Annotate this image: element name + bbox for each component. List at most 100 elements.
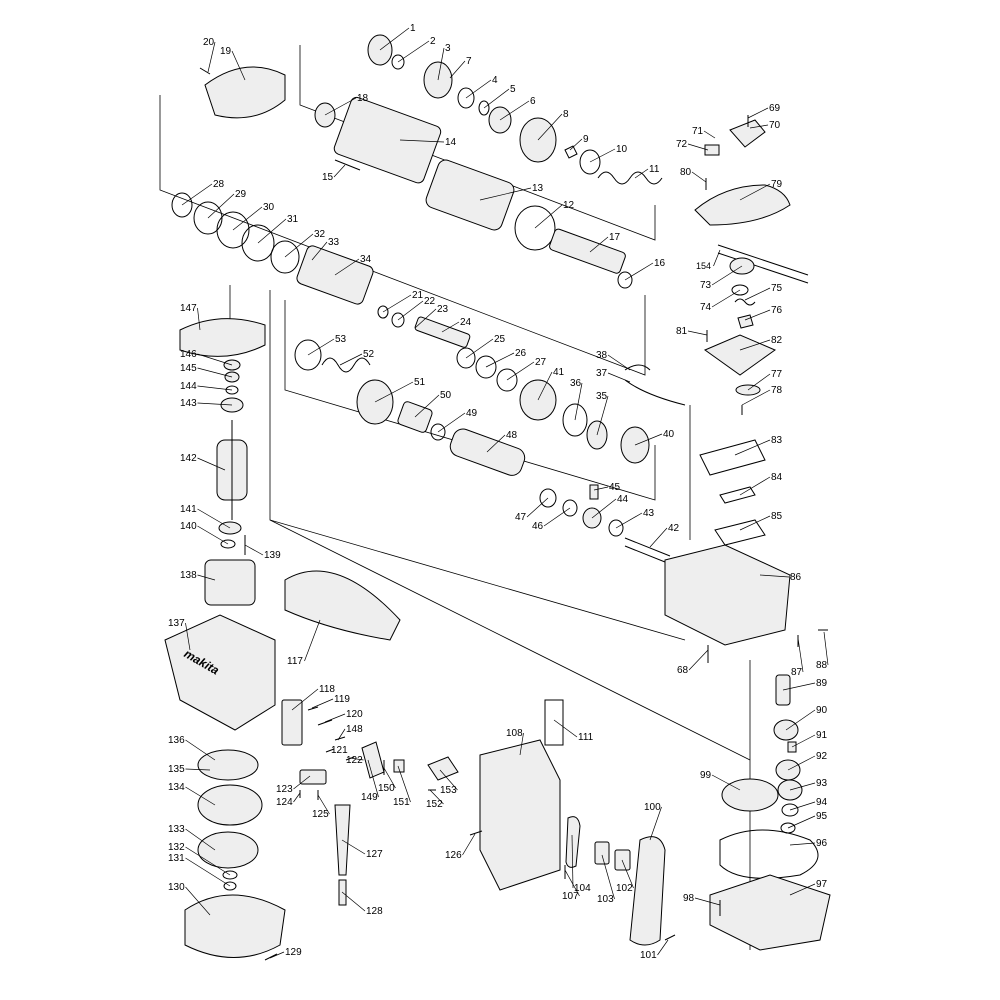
part-label-73: 73 [700, 280, 712, 291]
part-129-screw [264, 953, 278, 961]
part-label-71: 71 [692, 126, 704, 137]
part-74-o-ring [731, 284, 749, 296]
leader-line-99 [711, 774, 741, 791]
part-label-151: 151 [393, 797, 410, 808]
part-82-base-plate [703, 334, 777, 376]
part-label-134: 134 [168, 782, 185, 793]
leader-line-108 [519, 732, 524, 756]
part-140-ring [220, 539, 236, 549]
part-label-133: 133 [168, 824, 185, 835]
leader-line-127 [341, 839, 366, 855]
part-label-82: 82 [771, 335, 783, 346]
part-label-75: 75 [771, 283, 783, 294]
part-label-23: 23 [437, 304, 449, 315]
leader-line-134 [185, 786, 216, 806]
part-label-20: 20 [203, 37, 215, 48]
part-label-28: 28 [213, 179, 225, 190]
part-42-connecting-rod [624, 537, 671, 565]
part-11-spring [597, 171, 663, 185]
part-label-50: 50 [440, 390, 452, 401]
part-label-83: 83 [771, 435, 783, 446]
part-22-ring [391, 312, 405, 328]
leader-line-83 [734, 439, 771, 456]
part-label-7: 7 [466, 56, 472, 67]
part-label-90: 90 [816, 705, 828, 716]
part-label-74: 74 [700, 302, 712, 313]
part-label-144: 144 [180, 381, 197, 392]
leader-line-104 [571, 834, 574, 889]
part-label-33: 33 [328, 237, 340, 248]
part-label-85: 85 [771, 511, 783, 522]
part-label-129: 129 [285, 947, 302, 958]
leader-line-45 [593, 486, 609, 491]
leader-line-136 [185, 739, 216, 761]
part-label-51: 51 [414, 377, 426, 388]
part-label-136: 136 [168, 735, 185, 746]
part-label-37: 37 [596, 368, 608, 379]
part-25-washer [456, 347, 476, 369]
leader-line-137 [185, 622, 191, 651]
part-24-spindle [414, 316, 471, 348]
leader-line-120 [324, 713, 346, 723]
part-label-88: 88 [816, 660, 828, 671]
leader-line-14 [399, 139, 445, 143]
leader-line-95 [787, 815, 816, 829]
part-123-switch [299, 769, 327, 785]
part-label-80: 80 [680, 167, 692, 178]
leader-line-49 [437, 412, 466, 433]
part-label-48: 48 [506, 430, 518, 441]
leader-line-26 [485, 352, 515, 368]
part-label-96: 96 [816, 838, 828, 849]
leader-line-79 [739, 183, 771, 201]
part-label-152: 152 [426, 799, 443, 810]
leader-line-53 [307, 338, 335, 356]
leader-line-16 [624, 262, 654, 281]
part-2-ring [391, 54, 405, 70]
part-label-21: 21 [412, 290, 424, 301]
part-126-screw [469, 830, 483, 836]
leader-line-124 [293, 792, 301, 803]
part-19-cap [204, 66, 286, 119]
part-76-clip [737, 314, 754, 329]
part-144-ring [225, 385, 239, 395]
part-99-crank-gear [721, 778, 779, 812]
part-label-27: 27 [535, 357, 547, 368]
part-117-cover [284, 570, 401, 641]
part-119-screw [307, 706, 319, 711]
part-97-cover-plate [709, 874, 831, 951]
part-27-ring [496, 368, 518, 392]
part-149-brush [361, 741, 385, 779]
leader-line-76 [744, 309, 771, 321]
leader-line-3 [437, 47, 445, 81]
part-label-139: 139 [264, 550, 281, 561]
part-label-13: 13 [532, 183, 544, 194]
part-label-118: 118 [319, 684, 335, 695]
part-label-52: 52 [363, 349, 375, 360]
leader-line-15 [333, 164, 346, 178]
part-49-ring [430, 423, 446, 441]
leader-line-92 [787, 755, 816, 771]
leader-line-122 [349, 757, 364, 761]
leader-line-29 [207, 193, 235, 219]
part-label-36: 36 [570, 378, 582, 389]
leader-line-143 [197, 402, 233, 406]
part-label-3: 3 [445, 43, 451, 54]
leader-line-153 [439, 769, 458, 791]
part-label-126: 126 [445, 850, 462, 861]
part-102-switch [614, 849, 631, 871]
leader-line-101 [657, 939, 669, 956]
part-label-25: 25 [494, 334, 506, 345]
leader-line-125 [317, 794, 330, 815]
leader-line-140 [197, 525, 229, 545]
part-label-18: 18 [357, 93, 369, 104]
leader-line-21 [382, 294, 412, 313]
part-16-ring [617, 271, 633, 289]
leader-line-107 [564, 869, 580, 897]
part-label-76: 76 [771, 305, 783, 316]
leader-line-31 [257, 218, 287, 244]
leader-line-141 [197, 508, 231, 529]
part-53-ring [294, 339, 322, 371]
part-103-switch [594, 841, 610, 865]
part-label-98: 98 [683, 893, 695, 904]
